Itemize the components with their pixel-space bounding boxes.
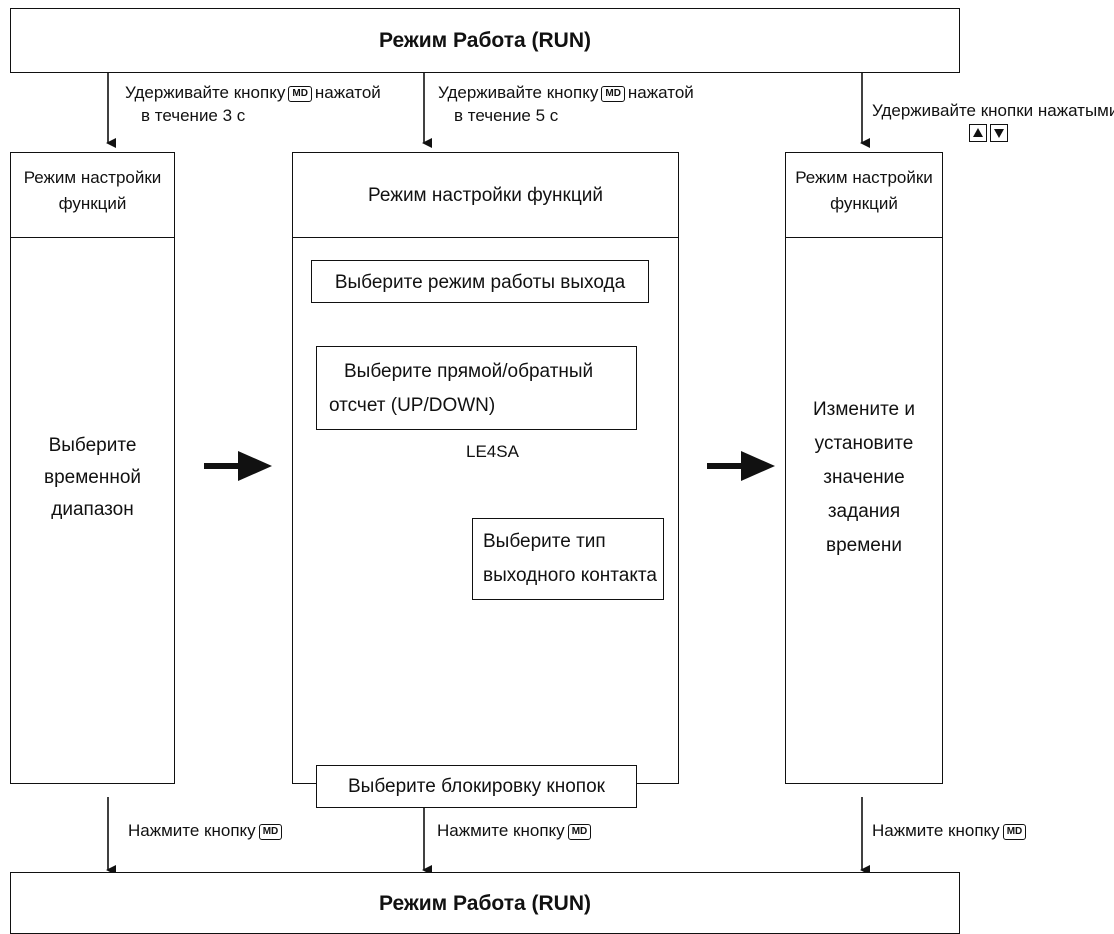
- arrow-keys: [969, 124, 1011, 147]
- branch-label-le4sa: LE4SA: [466, 442, 519, 461]
- step-key-lock-box: [316, 765, 637, 808]
- left-panel-body-line3: диапазон: [51, 499, 134, 520]
- middle-panel-header: Режим настройки функций: [293, 153, 678, 238]
- step-up-down-line2: отсчет (UP/DOWN): [329, 395, 496, 416]
- big-arrow-right-shaft: [707, 463, 747, 469]
- left-panel-header-line2: функций: [58, 194, 127, 213]
- press-md-left-label: Нажмите кнопку: [128, 821, 256, 840]
- down-arrow-key-icon: [990, 124, 1008, 142]
- right-panel-header-line2: функций: [830, 194, 898, 213]
- run-mode-bottom-box: Режим Работа (RUN): [10, 872, 960, 934]
- big-arrow-right-head: [741, 451, 775, 481]
- hold-arrows-caption: Удерживайте кнопки нажатыми: [872, 100, 1114, 123]
- middle-panel-header-text: Режим настройки функций: [368, 185, 603, 206]
- step-contact-type-box: Выберите тип выходного контакта: [472, 518, 664, 600]
- up-arrow-key-icon: [969, 124, 987, 142]
- right-panel-header-line1: Режим настройки: [795, 168, 933, 187]
- md-key-icon: MD: [567, 824, 592, 840]
- hold-3s-line1-tail: нажатой: [314, 83, 381, 102]
- md-key-icon: MD: [258, 824, 283, 840]
- right-panel: Режим настройки функций Измените и устан…: [785, 152, 943, 784]
- left-panel-body-line2: временной: [43, 467, 142, 488]
- hold-5s-line1-tail: нажатой: [627, 83, 694, 102]
- md-key-icon: MD: [288, 86, 312, 102]
- right-panel-body-line1: Измените и: [812, 399, 916, 420]
- step-contact-type-line2: выходного контакта: [483, 565, 657, 586]
- hold-5s-line2: в течение 5 с: [454, 105, 559, 125]
- right-panel-body-line4: задания: [827, 501, 901, 522]
- press-md-right-label: Нажмите кнопку: [872, 821, 1000, 840]
- step-output-mode-box: Выберите режим работы выхода: [311, 260, 649, 303]
- step-up-down-line1: Выберите прямой/обратный: [344, 361, 594, 382]
- right-panel-header: Режим настройки функций: [786, 153, 942, 238]
- middle-panel: Режим настройки функций: [292, 152, 679, 784]
- run-mode-top-title: Режим Работа (RUN): [378, 29, 592, 52]
- step-contact-type-line1: Выберите тип: [483, 531, 606, 552]
- hold-5s-line1: Удерживайте кнопку: [438, 83, 599, 102]
- step-output-mode-text: Выберите режим работы выхода: [334, 272, 626, 293]
- left-panel: Режим настройки функций Выберите временн…: [10, 152, 175, 784]
- right-panel-body-line3: значение: [823, 467, 905, 488]
- big-arrow-left-head: [238, 451, 272, 481]
- hold-3s-line2: в течение 3 с: [141, 105, 246, 125]
- left-panel-header-line1: Режим настройки: [23, 168, 162, 187]
- left-panel-header: Режим настройки функций: [11, 153, 174, 238]
- md-key-icon: MD: [601, 86, 625, 102]
- big-arrow-left-shaft: [204, 463, 244, 469]
- right-panel-body-line5: времени: [826, 535, 902, 556]
- hold-arrows-line1: Удерживайте кнопки нажатыми: [872, 101, 1114, 120]
- run-mode-top-box: Режим Работа (RUN): [10, 8, 960, 73]
- step-up-down-box: Выберите прямой/обратный отсчет (UP/DOWN…: [316, 346, 637, 430]
- run-mode-bottom-title: Режим Работа (RUN): [378, 892, 592, 915]
- right-panel-body-line2: установите: [814, 433, 914, 454]
- hold-3s-line1: Удерживайте кнопку: [125, 83, 286, 102]
- step-key-lock-text: Выберите блокировку кнопок: [348, 776, 605, 797]
- left-panel-body-line1: Выберите: [48, 435, 137, 456]
- md-key-icon: MD: [1002, 824, 1027, 840]
- press-md-middle-label: Нажмите кнопку: [437, 821, 565, 840]
